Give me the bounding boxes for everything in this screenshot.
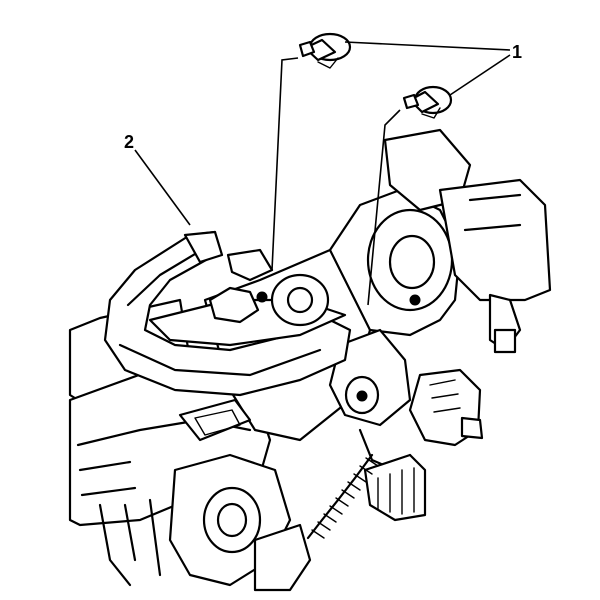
wiring-harness (306, 453, 379, 540)
retainer-clip-upper (298, 32, 352, 69)
callout-1: 1 (512, 42, 522, 62)
column-housing (68, 298, 312, 592)
retainer-clip-lower (402, 85, 453, 119)
callout-2: 2 (124, 132, 134, 152)
release-mechanism (178, 248, 330, 442)
ignition-switch-housing (363, 128, 552, 522)
leader-lines (134, 41, 511, 306)
